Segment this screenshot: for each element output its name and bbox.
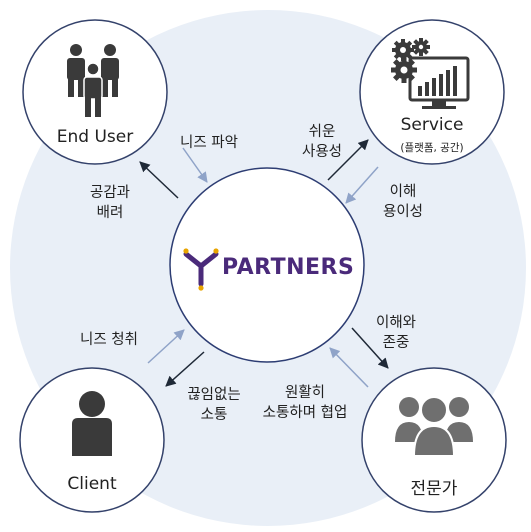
label-easy-understand: 이해 용이성 bbox=[378, 182, 428, 222]
partners-logo-icon bbox=[183, 248, 219, 291]
label-seamless: 끊임없는 소통 bbox=[178, 385, 250, 425]
expert-group-icon bbox=[395, 396, 473, 457]
label-respect-line2: 존중 bbox=[382, 335, 410, 351]
gears-monitor-chart-icon bbox=[391, 38, 470, 109]
label-consideration-line2: 배려 bbox=[96, 205, 124, 221]
label-seamless-line1: 끊임없는 bbox=[187, 387, 241, 403]
label-seamless-line2: 소통 bbox=[200, 407, 228, 423]
node-service-title: Service bbox=[400, 115, 464, 135]
label-collab-line2: 소통하며 협업 bbox=[262, 405, 348, 421]
label-collab: 원활히 소통하며 협업 bbox=[250, 383, 360, 423]
label-respect: 이해와 존중 bbox=[368, 313, 424, 353]
label-needs-listen: 니즈 청취 bbox=[80, 332, 138, 348]
label-easy-use: 쉬운 사용성 bbox=[294, 122, 350, 162]
arrow-client-to-center bbox=[147, 329, 185, 364]
label-easy-understand-line1: 이해 bbox=[389, 184, 417, 200]
arrow-center-to-expert bbox=[351, 327, 389, 369]
arrow-service-to-center bbox=[345, 166, 379, 204]
arrow-center-to-enduser bbox=[139, 161, 179, 199]
arrow-center-to-client bbox=[165, 351, 205, 387]
arrow-enduser-to-center bbox=[182, 147, 208, 183]
node-service-subtitle: (플랫폼, 공간) bbox=[400, 142, 464, 154]
node-expert-title: 전문가 bbox=[410, 479, 458, 499]
brand-name: PARTNERS bbox=[222, 255, 355, 280]
label-easy-use-line2: 사용성 bbox=[301, 144, 343, 160]
label-consideration-line1: 공감과 bbox=[90, 185, 131, 201]
label-needs-grasp: 니즈 파악 bbox=[180, 135, 238, 151]
arrow-center-to-service bbox=[327, 139, 369, 181]
center-circle bbox=[169, 167, 365, 363]
label-respect-line1: 이해와 bbox=[375, 315, 417, 331]
people-group-icon bbox=[67, 44, 119, 117]
label-consideration: 공감과 배려 bbox=[90, 183, 130, 223]
person-icon bbox=[72, 391, 112, 456]
node-end-user-title: End User bbox=[56, 127, 134, 147]
node-client-title: Client bbox=[67, 474, 117, 494]
label-easy-use-line1: 쉬운 bbox=[308, 124, 336, 140]
arrow-expert-to-center bbox=[329, 347, 369, 388]
label-easy-understand-line2: 용이성 bbox=[382, 204, 424, 220]
label-collab-line1: 원활히 bbox=[284, 385, 326, 401]
